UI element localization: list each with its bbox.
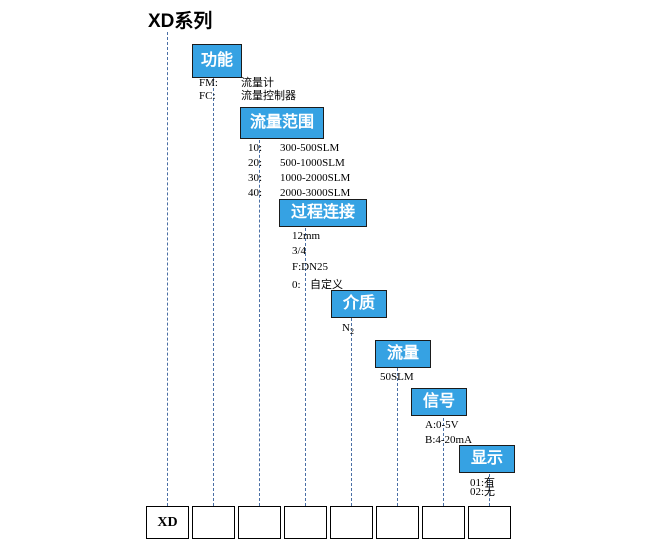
category-box-flow-range[interactable]: 流量范围 — [240, 107, 324, 139]
option-code: 10: — [248, 142, 263, 154]
option-code: B:4-20mA — [425, 434, 473, 446]
option-row-flow-range-3: 40: 2000-3000SLM — [248, 187, 350, 199]
category-label-medium: 介质 — [342, 295, 375, 312]
option-desc: 流量控制器 — [241, 90, 296, 102]
connector-line-2 — [213, 78, 214, 506]
option-row-process-connection-3: 0: 自定义 — [292, 276, 343, 292]
option-code: 3/4 — [292, 245, 307, 257]
option-code: 12mm — [292, 230, 321, 242]
code-box-6[interactable] — [376, 506, 419, 539]
category-box-flow[interactable]: 流量 — [375, 340, 431, 368]
option-row-medium-0: N2 — [342, 322, 354, 336]
option-desc: 500-1000SLM — [280, 157, 345, 169]
code-box-1[interactable]: XD — [146, 506, 189, 539]
option-row-function-1: FC: 流量控制器 — [199, 87, 296, 103]
connector-line-7 — [443, 418, 444, 506]
category-label-flow: 流量 — [386, 345, 419, 362]
code-box-value: XD — [157, 514, 178, 530]
option-row-process-connection-2: F:DN25 — [292, 261, 328, 273]
option-row-process-connection-1: 3/4 — [292, 245, 306, 257]
code-box-8[interactable] — [468, 506, 511, 539]
option-desc: 1000-2000SLM — [280, 172, 351, 184]
code-box-5[interactable] — [330, 506, 373, 539]
option-code: 40: — [248, 187, 263, 199]
code-box-3[interactable] — [238, 506, 281, 539]
option-row-process-connection-0: 12mm — [292, 230, 320, 242]
option-code: FC: — [199, 90, 216, 102]
connector-line-4 — [305, 228, 306, 506]
category-box-medium[interactable]: 介质 — [331, 290, 387, 318]
option-code: 50SLM — [380, 371, 414, 383]
connector-line-3 — [259, 140, 260, 506]
option-row-signal-1: B:4-20mA — [425, 434, 472, 446]
option-desc: 2000-3000SLM — [280, 187, 351, 199]
category-box-signal[interactable]: 信号 — [411, 388, 467, 416]
option-code: 30: — [248, 172, 263, 184]
option-row-function-0: FM: 流量计 — [199, 74, 274, 90]
connector-line-6 — [397, 368, 398, 506]
option-desc: 自定义 — [310, 279, 343, 291]
option-code: 01:有 — [470, 477, 496, 489]
option-code: FM: — [199, 77, 218, 89]
option-code: F:DN25 — [292, 261, 329, 273]
category-label-signal: 信号 — [422, 393, 455, 410]
option-row-display-1: 02:无 — [470, 483, 495, 499]
connector-line-1 — [167, 32, 168, 506]
code-box-2[interactable] — [192, 506, 235, 539]
category-label-display: 显示 — [470, 450, 503, 467]
connector-line-5 — [351, 318, 352, 506]
option-code: 20: — [248, 157, 263, 169]
option-code: A:0-5V — [425, 419, 459, 431]
option-row-flow-range-0: 10: 300-500SLM — [248, 142, 339, 154]
category-box-display[interactable]: 显示 — [459, 445, 515, 473]
option-code: 0: — [292, 279, 301, 291]
connector-line-8 — [489, 474, 490, 506]
category-label-process-connection: 过程连接 — [290, 204, 355, 221]
category-label-flow-range: 流量范围 — [249, 114, 314, 131]
code-box-4[interactable] — [284, 506, 327, 539]
option-code: N2 — [342, 322, 354, 337]
option-row-flow-0: 50SLM — [380, 371, 414, 383]
option-row-flow-range-2: 30: 1000-2000SLM — [248, 172, 350, 184]
option-desc: 300-500SLM — [280, 142, 340, 154]
option-row-display-0: 01:有 — [470, 474, 495, 490]
code-box-7[interactable] — [422, 506, 465, 539]
option-code: 02:无 — [470, 486, 496, 498]
option-desc: 流量计 — [241, 77, 274, 89]
page-title: XD系列 — [148, 11, 213, 32]
category-box-process-connection[interactable]: 过程连接 — [279, 199, 367, 227]
option-row-signal-0: A:0-5V — [425, 419, 459, 431]
option-row-flow-range-1: 20: 500-1000SLM — [248, 157, 345, 169]
category-box-function[interactable]: 功能 — [192, 44, 242, 78]
category-label-function: 功能 — [200, 52, 233, 69]
